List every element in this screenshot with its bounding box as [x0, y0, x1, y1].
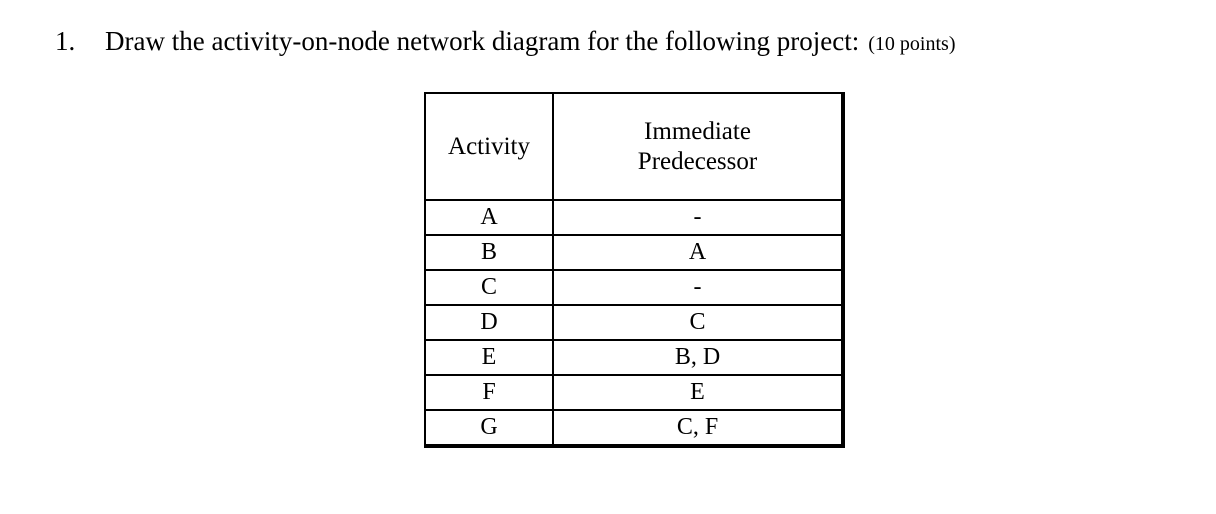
- column-header-immediate-predecessor: Immediate Predecessor: [552, 92, 845, 201]
- cell-predecessor: C: [552, 304, 845, 341]
- table-header: Activity Immediate Predecessor: [424, 92, 845, 201]
- cell-predecessor: E: [552, 374, 845, 411]
- question-number: 1.: [55, 26, 76, 56]
- question-points: (10 points): [868, 33, 956, 55]
- cell-predecessor: -: [552, 269, 845, 306]
- cell-activity: F: [424, 374, 554, 411]
- cell-activity: E: [424, 339, 554, 376]
- column-header-predecessor-line1: Immediate: [644, 117, 751, 145]
- cell-activity: B: [424, 234, 554, 271]
- cell-activity: D: [424, 304, 554, 341]
- question-text: Draw the activity-on-node network diagra…: [105, 26, 860, 56]
- table-row: A-: [424, 199, 845, 236]
- cell-predecessor: -: [552, 199, 845, 236]
- cell-predecessor: A: [552, 234, 845, 271]
- cell-activity: A: [424, 199, 554, 236]
- cell-activity: G: [424, 409, 554, 448]
- table-header-row: Activity Immediate Predecessor: [424, 92, 845, 201]
- cell-activity: C: [424, 269, 554, 306]
- column-header-activity: Activity: [424, 92, 554, 201]
- table-row: C-: [424, 269, 845, 306]
- column-header-predecessor-line2: Predecessor: [637, 147, 758, 175]
- question-line: 1. Draw the activity-on-node network dia…: [55, 28, 955, 55]
- cell-predecessor: C, F: [552, 409, 845, 448]
- cell-predecessor: B, D: [552, 339, 845, 376]
